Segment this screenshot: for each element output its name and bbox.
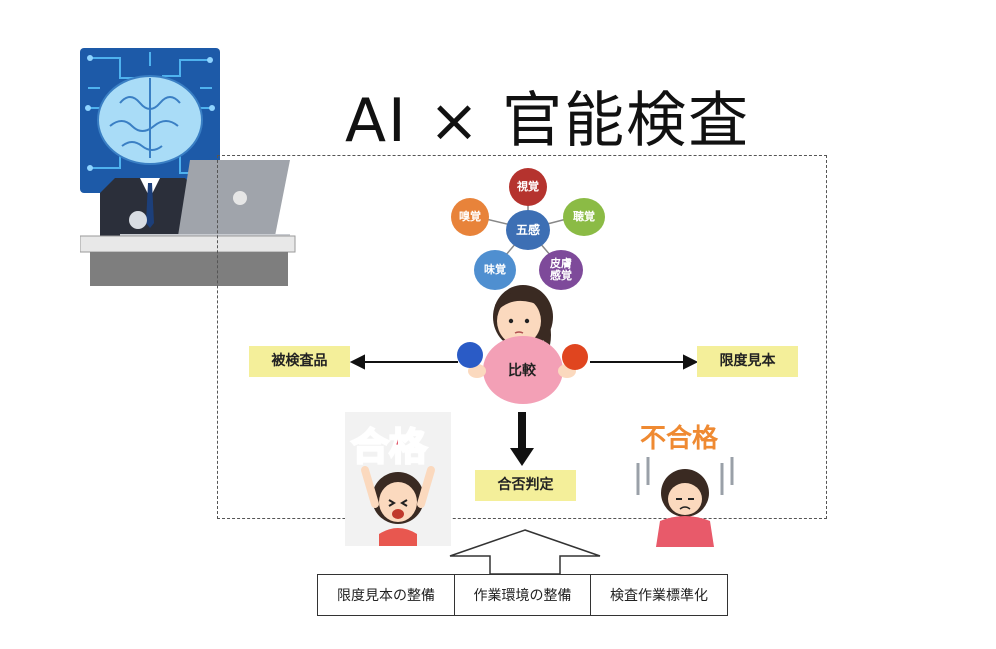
sense-smell-node: 嗅覚 xyxy=(451,198,489,236)
flow-arrows xyxy=(349,354,699,466)
limit-sample-maintenance-box: 限度見本の整備 xyxy=(317,574,455,616)
cheering-girl-icon xyxy=(361,466,435,546)
page-title: AI × 官能検査 xyxy=(345,86,751,156)
fail-label: 不合格 xyxy=(640,424,719,454)
sense-sight-node: 視覚 xyxy=(509,168,547,206)
ai-robot-illustration xyxy=(80,48,296,286)
senses-center-node: 五感 xyxy=(506,210,550,250)
foundation-boxes: 限度見本の整備 作業環境の整備 検査作業標準化 xyxy=(317,574,728,616)
sense-hearing-node: 聴覚 xyxy=(563,198,605,236)
inspection-frame xyxy=(217,155,827,519)
inspector-illustration xyxy=(457,285,588,404)
sense-taste-node: 味覚 xyxy=(474,250,516,290)
support-arrow xyxy=(449,529,601,575)
pass-fail-judgement-box: 合否判定 xyxy=(475,470,576,501)
inspected-item-box: 被検査品 xyxy=(249,346,350,377)
sense-touch-node: 皮膚 感覚 xyxy=(539,250,583,290)
sad-girl-icon xyxy=(636,457,734,547)
limit-sample-box: 限度見本 xyxy=(697,346,798,377)
compare-label: 比較 xyxy=(508,363,536,379)
pass-label: 合格 xyxy=(350,424,428,470)
work-environment-box: 作業環境の整備 xyxy=(453,574,592,616)
pass-illustration: 合格 xyxy=(345,412,451,546)
inspection-standardization-box: 検査作業標準化 xyxy=(590,574,728,616)
